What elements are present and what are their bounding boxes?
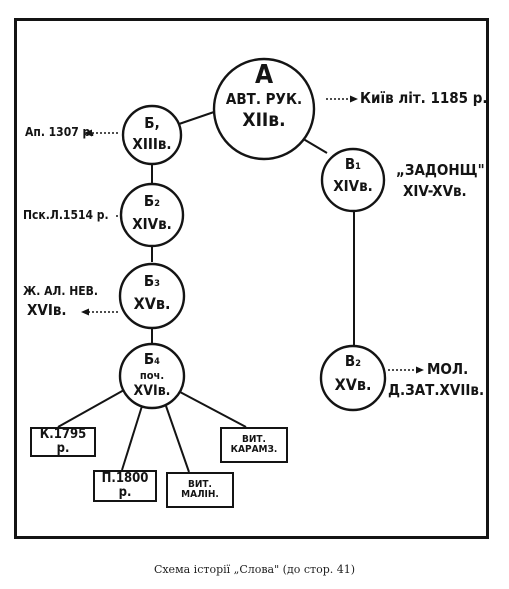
node-b1-century: XIIIв.	[132, 135, 172, 153]
label-mol-line2: Д.ЗАТ.XVIIв.	[388, 381, 485, 399]
node-b3-century: XVв.	[133, 294, 171, 313]
node-v1-circle	[320, 147, 386, 213]
label-psk: Пск.Л.1514 р.	[23, 208, 109, 222]
node-a-century: XIIв.	[242, 109, 286, 131]
node-a-letter: А	[254, 60, 274, 90]
node-b2-letter: Б₂	[143, 192, 161, 210]
box-vit-karamz: ВИТ. КАРАМЗ.	[220, 427, 288, 463]
node-v2-letter: В₂	[344, 352, 362, 370]
arrowhead-mol	[416, 366, 424, 374]
label-ap: Ап. 1307 р.	[25, 125, 95, 139]
node-v1-letter: В₁	[344, 155, 362, 173]
node-b4-circle	[118, 342, 186, 410]
node-b1-circle	[121, 104, 183, 166]
figure-caption: Схема історії „Слова" (до стор. 41)	[153, 563, 356, 576]
edge-b4-karamz	[179, 391, 247, 428]
node-b1-letter: Б,	[144, 114, 160, 132]
label-zadonsch-line1: „ЗАДОНЩ"	[396, 161, 485, 179]
arrowhead-zh	[81, 308, 89, 316]
node-v2-century: XVв.	[334, 375, 372, 394]
edge-b4-k1795	[57, 389, 125, 428]
node-v1-century: XIVв.	[333, 177, 373, 195]
box-vit-karamz-text: ВИТ. КАРАМЗ.	[230, 433, 278, 455]
node-b2-century: XIVв.	[132, 215, 172, 233]
node-a-circle	[212, 57, 316, 161]
node-b2-circle	[119, 182, 185, 248]
box-k1795-text: К.1795 р.	[39, 427, 87, 456]
node-b4-line1: поч.	[139, 369, 165, 382]
box-p1800-text: П.1800 р.	[101, 471, 149, 500]
diagram-frame	[14, 18, 489, 539]
label-kyiv: Київ літ. 1185 р.	[360, 89, 488, 107]
arrowhead-ap	[84, 129, 92, 137]
node-b3-letter: Б₃	[143, 272, 161, 290]
arrowhead-kyiv	[350, 95, 358, 103]
box-p1800: П.1800 р.	[93, 470, 157, 502]
box-vit-malin: ВИТ. МАЛІН.	[166, 472, 234, 508]
node-b4-century: XVIв.	[133, 383, 171, 399]
edge-b4-malin	[165, 405, 190, 473]
label-zadonsch-line2: XIV-XVв.	[403, 182, 467, 200]
edge-b4-p1800	[121, 405, 143, 471]
node-b4-letter: Б₄	[143, 350, 161, 368]
box-vit-malin-text: ВИТ. МАЛІН.	[181, 478, 219, 500]
label-mol-line1: МОЛ.	[427, 360, 469, 378]
node-a-line1: АВТ. РУК.	[225, 90, 303, 108]
node-v2-circle	[319, 344, 387, 412]
label-zh-line2: XVIв.	[27, 301, 67, 319]
box-k1795: К.1795 р.	[30, 427, 96, 457]
node-b3-circle	[118, 262, 186, 330]
edge-a-b1	[178, 111, 215, 125]
label-zh-line1: Ж. АЛ. НЕВ.	[23, 284, 98, 298]
